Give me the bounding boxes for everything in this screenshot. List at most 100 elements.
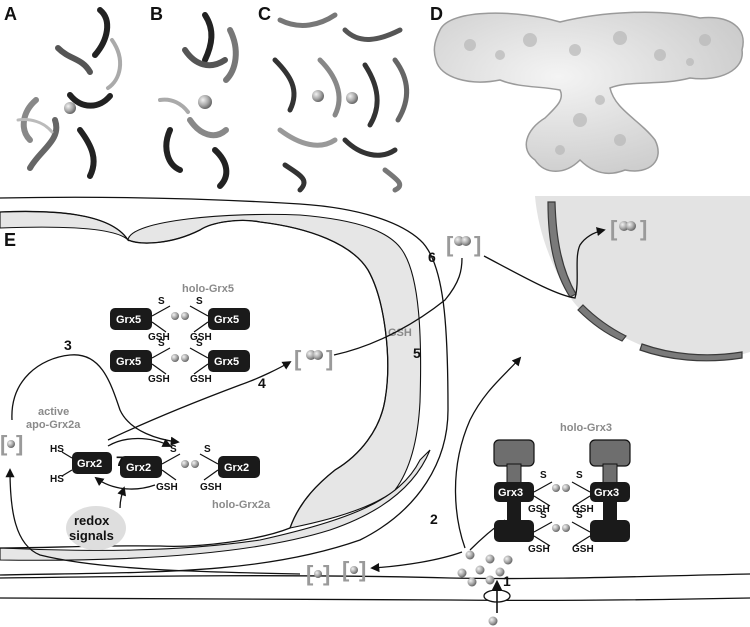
svg-text:Grx5: Grx5	[116, 314, 141, 326]
svg-text:HS: HS	[50, 444, 64, 455]
svg-text:S: S	[196, 296, 203, 307]
svg-text:GSH: GSH	[572, 504, 594, 515]
arrow-step-6	[483, 227, 606, 299]
svg-text:S: S	[540, 470, 547, 481]
grx5-box-2	[208, 308, 250, 330]
grx3-box-right	[590, 482, 630, 502]
step-1: 1	[503, 573, 511, 589]
panel-b-label: B	[150, 4, 163, 24]
panel-e-label: E	[4, 230, 16, 250]
svg-text:GSH: GSH	[148, 332, 170, 343]
svg-text:[: [	[342, 557, 350, 582]
panel-d-texture	[464, 31, 711, 155]
svg-text:Grx5: Grx5	[116, 356, 141, 368]
svg-text:[: [	[446, 232, 454, 257]
active-label: active	[38, 406, 69, 418]
svg-text:[: [	[0, 431, 8, 456]
svg-text:Grx3: Grx3	[498, 487, 523, 499]
panel-d-label: D	[430, 4, 443, 24]
panel-c: C	[258, 4, 410, 193]
left-cluster: [ ]	[0, 431, 23, 456]
panel-d: D	[430, 4, 744, 174]
panel-c-structure	[272, 12, 410, 193]
panel-a-cluster	[64, 102, 76, 114]
holo-grx3-label: holo-Grx3	[560, 422, 612, 434]
step-2: 2	[430, 511, 438, 527]
holo-grx3-complex: holo-Grx3 Grx3 Grx3 S S GSH	[493, 422, 631, 555]
svg-text:Grx2: Grx2	[77, 458, 102, 470]
cytosolic-cluster-2: [ ]	[342, 557, 366, 582]
svg-text:[: [	[610, 216, 618, 241]
panel-c-cluster-right	[346, 92, 358, 104]
panel-a-label: A	[4, 4, 17, 24]
extracellular-iron	[488, 616, 498, 626]
panel-c-cluster-left	[312, 90, 324, 102]
panel-b-cluster	[198, 95, 212, 109]
arrow-redox-signals	[117, 486, 127, 509]
svg-text:S: S	[158, 296, 165, 307]
panel-b: B	[150, 4, 239, 189]
svg-text:S: S	[204, 444, 211, 455]
svg-text:]: ]	[323, 561, 330, 586]
svg-text:GSH: GSH	[200, 482, 222, 493]
mitochondrial-cluster: [ ]	[294, 346, 333, 371]
grx2-holo-box-left	[120, 456, 162, 478]
svg-text:GSH: GSH	[190, 374, 212, 385]
grx3-box-left	[494, 482, 534, 502]
svg-text:GSH: GSH	[148, 374, 170, 385]
svg-text:Grx2: Grx2	[224, 462, 249, 474]
holo-grx5-complex: holo-Grx5 Grx5 Grx5 S S GSH GSH Grx5 Grx…	[110, 283, 250, 385]
svg-text:HS: HS	[50, 474, 64, 485]
panel-b-structure	[158, 12, 239, 189]
nuclear-cluster: [ ]	[610, 216, 647, 241]
step-5: 5	[413, 345, 421, 361]
cytosolic-iron-pool	[457, 550, 513, 587]
grx5-box-3	[110, 350, 152, 372]
free-gsh-label: GSH	[388, 327, 412, 339]
panel-a-structure	[16, 7, 123, 179]
step-7: 7	[116, 453, 124, 469]
mitochondrion-inner-membrane	[0, 210, 389, 549]
holo-grx2a: Grx2 Grx2 S S GSH GSH holo-Grx2a	[120, 444, 271, 511]
arrow-to-nucleus	[454, 356, 522, 549]
svg-text:GSH: GSH	[528, 544, 550, 555]
svg-text:GSH: GSH	[572, 544, 594, 555]
exported-cluster: [ ]	[446, 232, 481, 257]
redox-signals-bubble	[66, 506, 126, 550]
arrow-step-5	[333, 257, 463, 356]
arrow-from-membrane-to-left	[5, 468, 301, 575]
panel-a: A	[4, 4, 123, 179]
svg-text:]: ]	[640, 216, 647, 241]
redox-label: redox	[74, 513, 110, 528]
signals-label: signals	[69, 528, 114, 543]
arrow-step-7-back	[94, 476, 156, 490]
panel-d-surface	[433, 11, 744, 174]
svg-text:]: ]	[474, 232, 481, 257]
svg-text:GSH: GSH	[528, 504, 550, 515]
apo-grx2a: active apo-Grx2a Grx2 HS HS	[26, 406, 112, 485]
nuclear-envelope-segments	[547, 201, 743, 362]
svg-text:Grx3: Grx3	[594, 487, 619, 499]
mitochondrion-outer-membrane	[0, 196, 449, 576]
svg-text:GSH: GSH	[156, 482, 178, 493]
svg-text:S: S	[540, 510, 547, 521]
arrow-step-3	[11, 354, 180, 446]
step-6: 6	[428, 249, 436, 265]
svg-text:[: [	[294, 346, 302, 371]
arrow-step-4	[107, 361, 292, 441]
cytosolic-cluster-1: [ ]	[306, 561, 330, 586]
svg-text:]: ]	[326, 346, 333, 371]
svg-text:[: [	[306, 561, 314, 586]
holo-grx2a-label: holo-Grx2a	[212, 499, 271, 511]
svg-text:Grx5: Grx5	[214, 314, 239, 326]
svg-text:Grx2: Grx2	[126, 462, 151, 474]
svg-text:]: ]	[359, 557, 366, 582]
plasma-membrane-upper	[0, 573, 750, 580]
grx5-box-1	[110, 308, 152, 330]
holo-grx5-label: holo-Grx5	[182, 283, 234, 295]
svg-text:S: S	[170, 444, 177, 455]
arrow-to-cytosolic-cluster	[370, 551, 463, 573]
arrow-step-7-forward	[107, 437, 172, 447]
grx2-holo-box-right	[218, 456, 260, 478]
